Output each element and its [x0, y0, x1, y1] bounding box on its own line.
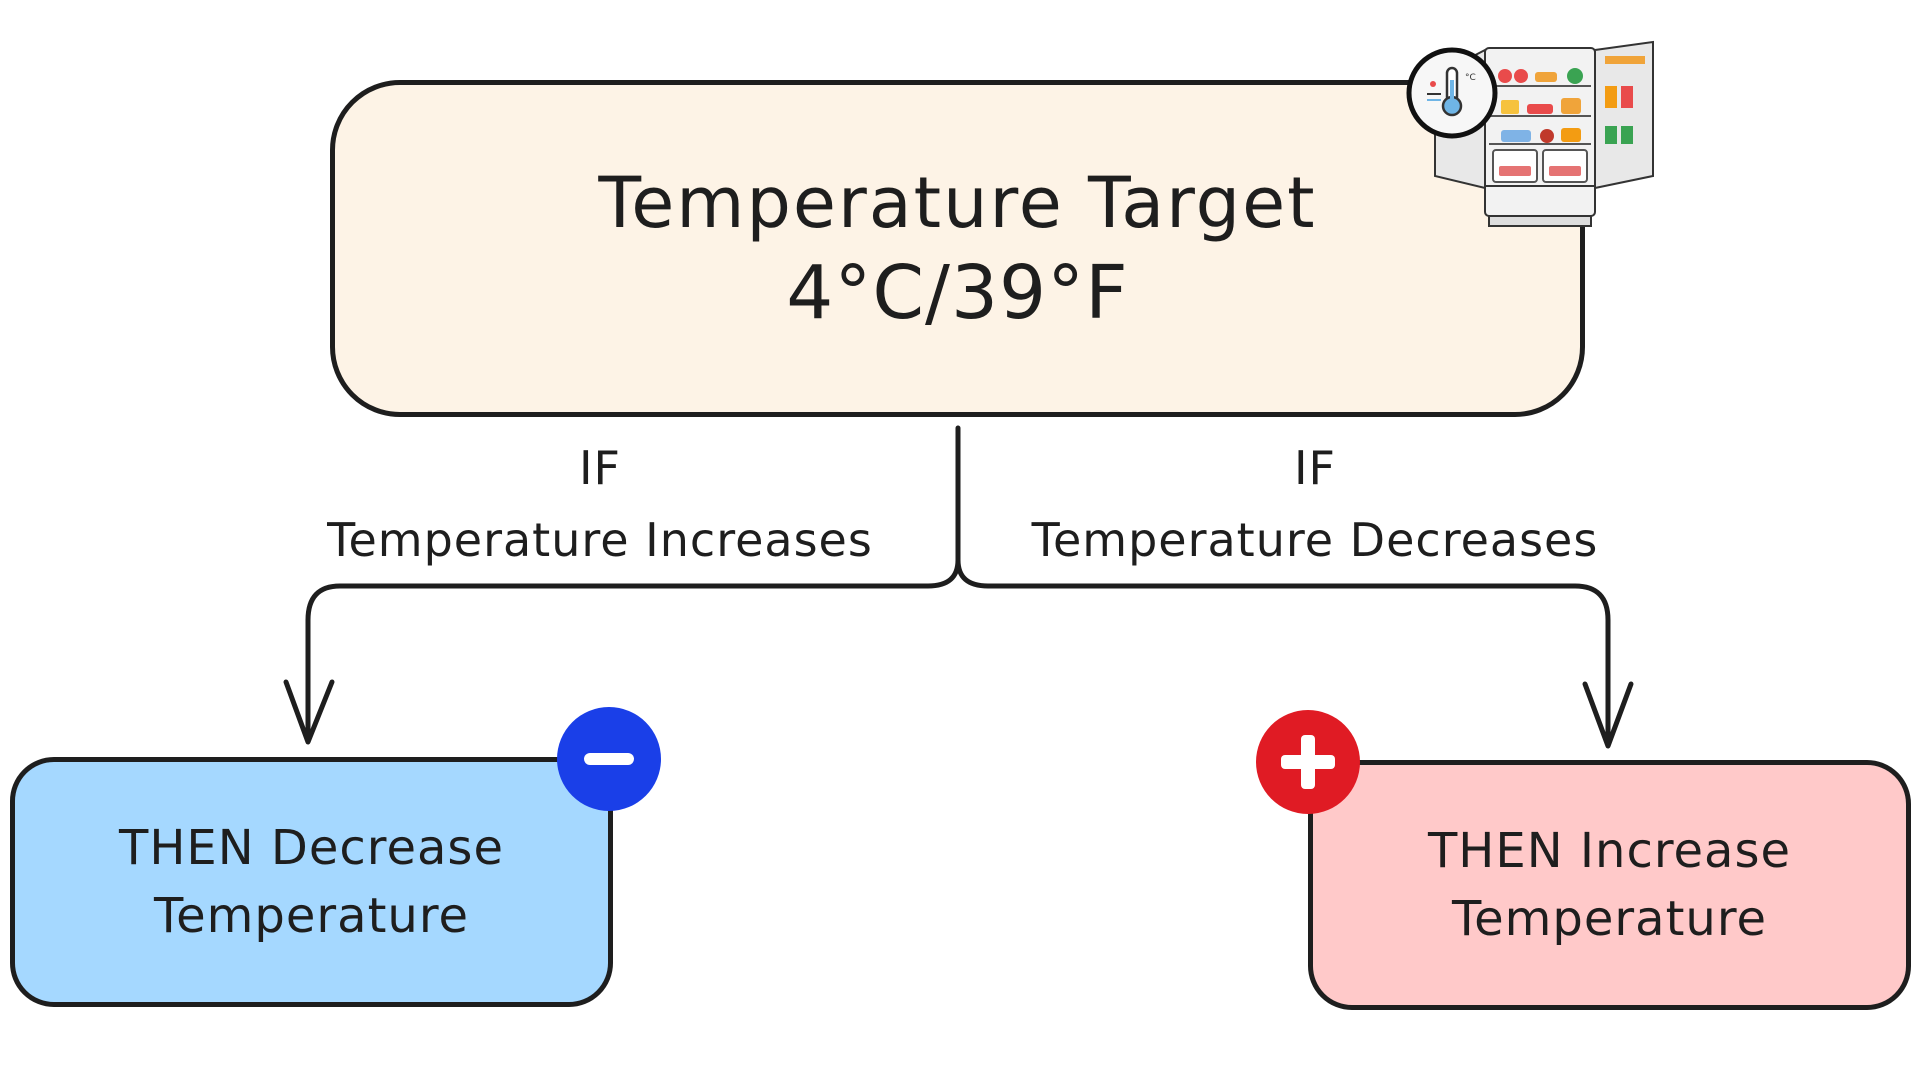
plus-icon: [1281, 735, 1335, 789]
minus-badge: [557, 707, 661, 811]
arrow-down-icon-right: [1582, 681, 1634, 749]
result-increase-box: THEN Increase Temperature: [1308, 760, 1911, 1010]
target-value: 4°C/39°F: [786, 249, 1129, 336]
connector-left-branch: [305, 557, 961, 743]
branch-condition-text: Temperature Decreases: [1031, 513, 1599, 567]
branch-condition-decreases: IF Temperature Decreases: [985, 432, 1645, 576]
thermometer-icon: °C: [1406, 47, 1498, 139]
fridge-icon: °C: [1406, 40, 1654, 227]
result-line1: THEN Increase: [1427, 823, 1792, 879]
branch-if-keyword: IF: [578, 441, 622, 495]
branch-if-keyword: IF: [1293, 441, 1337, 495]
branch-condition-increases: IF Temperature Increases: [270, 432, 930, 576]
minus-icon: [584, 753, 634, 765]
connector-right-branch: [955, 557, 1611, 748]
temperature-target-box: Temperature Target 4°C/39°F: [330, 80, 1585, 417]
result-line2: Temperature: [1451, 891, 1768, 947]
target-title: Temperature Target: [598, 161, 1317, 244]
svg-text:°C: °C: [1465, 73, 1476, 83]
plus-badge: [1256, 710, 1360, 814]
branch-condition-text: Temperature Increases: [327, 513, 873, 567]
result-decrease-box: THEN Decrease Temperature: [10, 757, 613, 1007]
result-line2: Temperature: [153, 888, 470, 944]
arrow-down-icon-left: [283, 679, 335, 745]
result-line1: THEN Decrease: [119, 820, 504, 876]
